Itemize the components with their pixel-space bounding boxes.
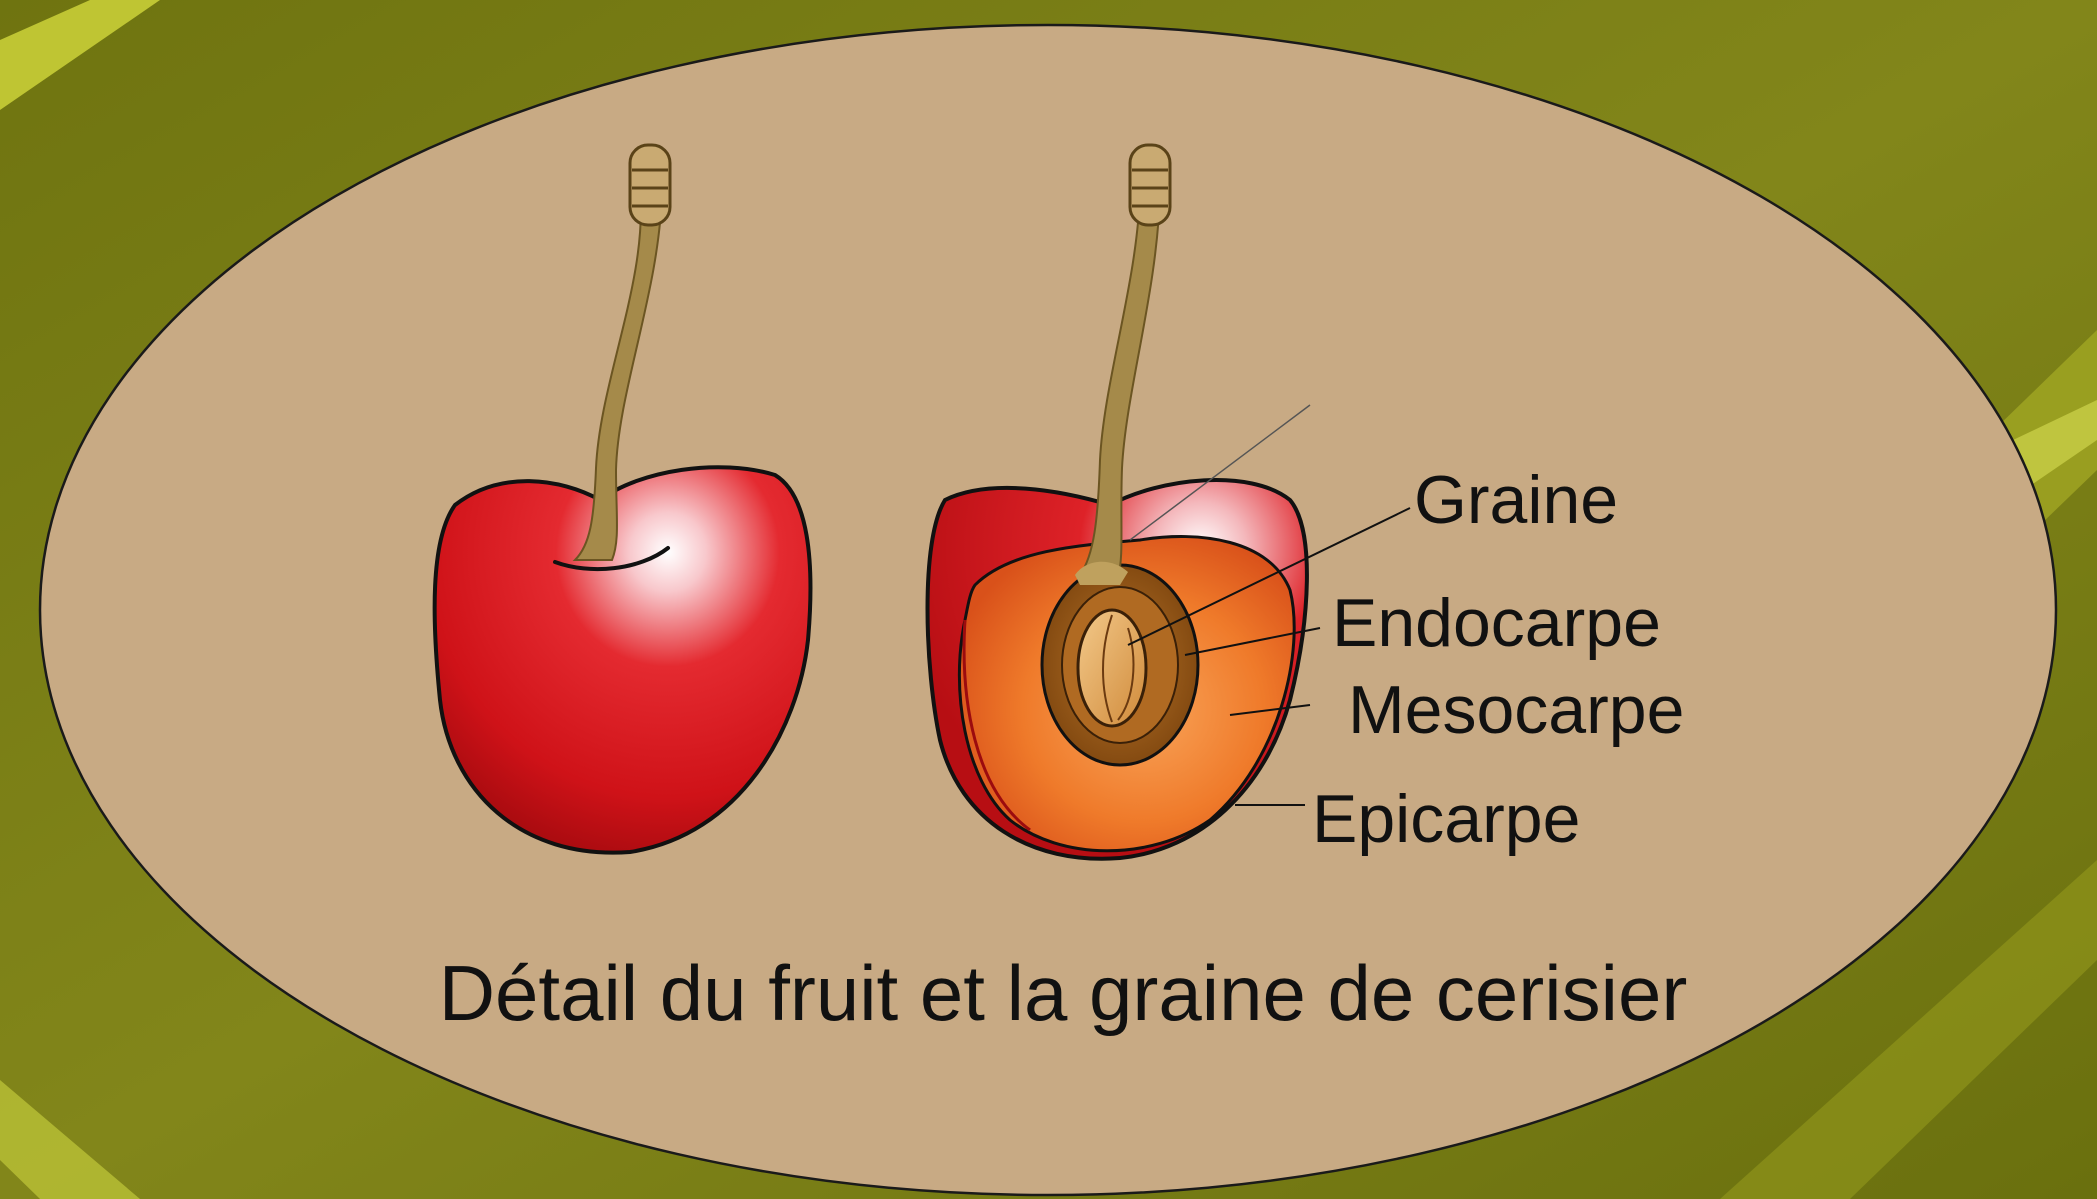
label-mesocarpe: Mesocarpe [1348, 672, 1684, 748]
label-graine: Graine [1414, 462, 1618, 538]
label-epicarpe: Epicarpe [1312, 781, 1580, 857]
diagram-caption: Détail du fruit et la graine de cerisier [439, 949, 1688, 1037]
label-endocarpe: Endocarpe [1332, 585, 1661, 661]
